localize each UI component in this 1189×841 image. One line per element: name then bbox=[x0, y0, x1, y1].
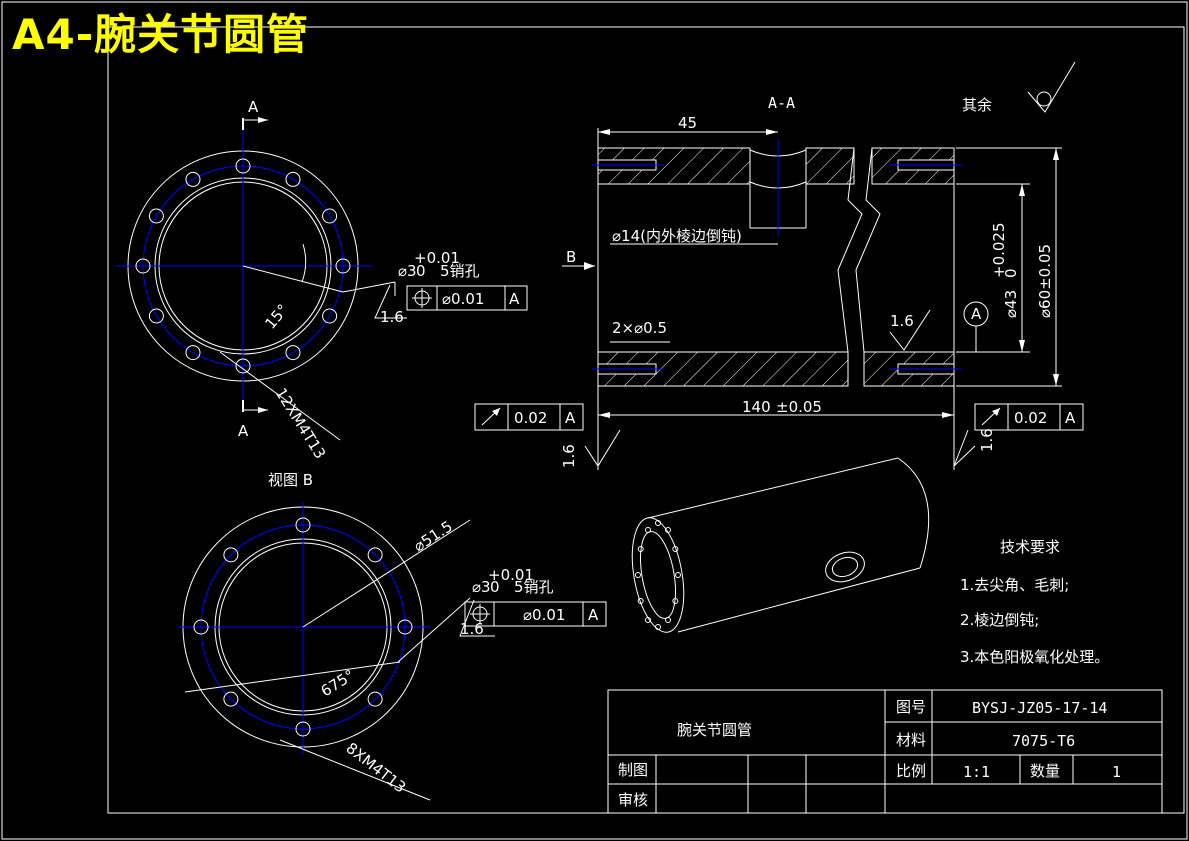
bolt-hole bbox=[672, 598, 679, 604]
front-pin-hole-depth: 5销孔 bbox=[440, 262, 480, 280]
section-chamfer: 2×⌀0.5 bbox=[612, 319, 667, 337]
view-b-hole-note: 8XM4T13 bbox=[343, 739, 410, 797]
title-part-name: 腕关节圆管 bbox=[677, 721, 752, 739]
front-pin-hole-dia: ⌀3 bbox=[398, 262, 417, 280]
tech-req-heading: 技术要求 bbox=[1000, 538, 1060, 556]
section-view-arrow: B bbox=[566, 248, 576, 266]
bolt-hole bbox=[672, 546, 679, 552]
title-material-label: 材料 bbox=[896, 731, 926, 749]
bolt-hole bbox=[637, 546, 644, 552]
sheet-title: A4-腕关节圆管 bbox=[12, 10, 310, 59]
title-block bbox=[607, 689, 1163, 814]
view-b-pin-hole-tol-lower: 0 bbox=[490, 578, 500, 596]
bolt-hole bbox=[335, 258, 351, 274]
front-pin-hole-tol-lower: 0 bbox=[416, 262, 426, 280]
view-b bbox=[178, 502, 607, 801]
bolt-hole bbox=[637, 598, 644, 604]
section-runout-left-datum: A bbox=[565, 409, 576, 427]
isometric-end-holes bbox=[635, 520, 681, 630]
bolt-hole bbox=[193, 619, 209, 635]
bolt-hole bbox=[322, 208, 338, 224]
section-inner-dia: ⌀43 bbox=[1002, 290, 1020, 318]
view-b-pin-hole-tol-upper: +0.01 bbox=[488, 566, 534, 584]
section-length-tol: ±0.05 bbox=[776, 398, 822, 416]
section-runout-left: 0.02 bbox=[514, 409, 547, 427]
bolt-hole bbox=[148, 208, 164, 224]
front-section-label-top: A bbox=[248, 98, 259, 116]
front-datum: A bbox=[509, 290, 520, 308]
bolt-hole bbox=[322, 308, 338, 324]
bolt-hole bbox=[645, 617, 651, 624]
bolt-hole bbox=[645, 526, 651, 533]
bolt-hole bbox=[185, 171, 201, 187]
title-drawing-no: BYSJ-JZ05-17-14 bbox=[972, 699, 1107, 717]
section-datum: A bbox=[971, 305, 982, 323]
tech-req-item: 3.本色阳极氧化处理。 bbox=[960, 648, 1109, 666]
bolt-hole bbox=[655, 624, 661, 630]
bolt-hole bbox=[367, 691, 383, 707]
isometric-tube bbox=[631, 457, 930, 633]
view-b-dia: ⌀51.5 bbox=[410, 517, 455, 555]
section-inner-tol-upper: +0.025 bbox=[990, 222, 1008, 278]
front-position-tol: ⌀0.01 bbox=[442, 290, 484, 308]
view-b-bolt-holes bbox=[193, 517, 413, 737]
section-dim-45: 45 bbox=[678, 114, 697, 132]
bolt-hole bbox=[675, 572, 681, 578]
tech-req-item: 2.棱边倒钝; bbox=[960, 611, 1039, 629]
front-roughness: 1.6 bbox=[380, 308, 404, 326]
bolt-hole bbox=[295, 721, 311, 737]
title-checked-label: 审核 bbox=[618, 791, 648, 809]
bolt-hole bbox=[223, 547, 239, 563]
title-qty-label: 数量 bbox=[1030, 762, 1060, 780]
section-inner-tol-lower: 0 bbox=[1002, 268, 1020, 278]
title-material: 7075-T6 bbox=[1012, 732, 1075, 750]
bolt-hole bbox=[397, 619, 413, 635]
section-length: 140 bbox=[742, 398, 771, 416]
section-hole-note: ⌀14(内外棱边倒钝) bbox=[612, 227, 742, 245]
section-outer-dia: ⌀60±0.05 bbox=[1036, 244, 1054, 318]
front-bolt-holes bbox=[135, 158, 351, 374]
general-roughness-label: 其余 bbox=[962, 96, 992, 114]
tech-req-item: 1.去尖角、毛刺; bbox=[960, 576, 1069, 594]
bolt-hole bbox=[235, 358, 251, 374]
view-b-pin-hole-dia: ⌀3 bbox=[472, 578, 491, 596]
section-view bbox=[474, 61, 1084, 470]
section-roughness-left: 1.6 bbox=[560, 444, 578, 468]
section-runout-right: 0.02 bbox=[1014, 409, 1047, 427]
title-qty: 1 bbox=[1112, 763, 1121, 781]
view-b-label: 视图 B bbox=[268, 471, 313, 489]
bolt-hole bbox=[135, 258, 151, 274]
view-b-roughness: 1.6 bbox=[460, 620, 484, 638]
section-label: A-A bbox=[768, 94, 795, 112]
title-scale-label: 比例 bbox=[896, 762, 926, 780]
view-b-datum: A bbox=[588, 606, 599, 624]
bolt-hole bbox=[148, 308, 164, 324]
bolt-hole bbox=[285, 171, 301, 187]
bolt-hole bbox=[665, 617, 671, 624]
bolt-hole bbox=[367, 547, 383, 563]
bolt-hole bbox=[185, 345, 201, 361]
title-scale: 1:1 bbox=[963, 763, 990, 781]
bolt-hole bbox=[635, 572, 641, 578]
bolt-hole bbox=[665, 526, 671, 533]
front-view bbox=[115, 117, 528, 441]
bolt-hole bbox=[223, 691, 239, 707]
front-angle-label: 15° bbox=[261, 301, 292, 333]
title-drawn-label: 制图 bbox=[618, 761, 648, 779]
bolt-hole bbox=[295, 517, 311, 533]
bolt-hole bbox=[655, 520, 661, 526]
front-section-label-bottom: A bbox=[238, 422, 249, 440]
front-pin-hole-tol-upper: +0.01 bbox=[414, 249, 460, 267]
bolt-hole bbox=[285, 345, 301, 361]
front-hole-note: 12XM4T13 bbox=[272, 385, 330, 462]
section-roughness-right: 1.6 bbox=[978, 428, 996, 452]
view-b-pin-hole-depth: 5销孔 bbox=[514, 578, 554, 596]
section-runout-right-datum: A bbox=[1065, 409, 1076, 427]
section-roughness-inner: 1.6 bbox=[890, 312, 914, 330]
bolt-hole bbox=[235, 158, 251, 174]
view-b-position-tol: ⌀0.01 bbox=[523, 606, 565, 624]
title-drawing-no-label: 图号 bbox=[896, 698, 926, 716]
